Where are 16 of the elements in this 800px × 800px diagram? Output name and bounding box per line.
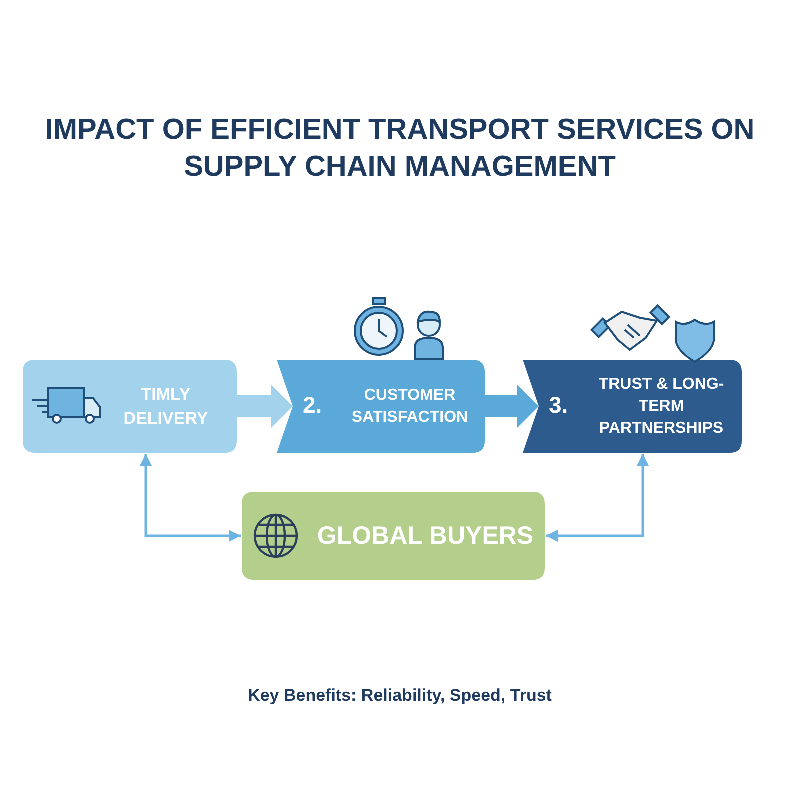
chevron-step <box>277 360 485 453</box>
node-text: TRUST & LONG-TERM PARTNERSHIPS <box>598 374 726 438</box>
step-number: 2. <box>303 391 322 420</box>
node-text: CUSTOMER SATISFACTION <box>350 386 470 428</box>
chevron-step <box>523 360 742 453</box>
process-box <box>23 360 237 453</box>
block-arrow <box>237 384 293 428</box>
note: Key Benefits: Reliability, Speed, Trust <box>247 686 553 706</box>
step-number: 3. <box>549 391 568 420</box>
block-arrow <box>485 384 539 428</box>
title: IMPACT OF EFFICIENT TRANSPORT SERVICES ON SUPPLY CHAIN MANAGEMENT <box>44 113 756 185</box>
connector-arrow <box>546 454 649 542</box>
node-text: GLOBAL BUYERS <box>316 521 535 552</box>
connector-arrow <box>140 454 241 542</box>
process-box <box>242 492 545 580</box>
node-text: TIMLY DELIVERY <box>122 384 210 430</box>
